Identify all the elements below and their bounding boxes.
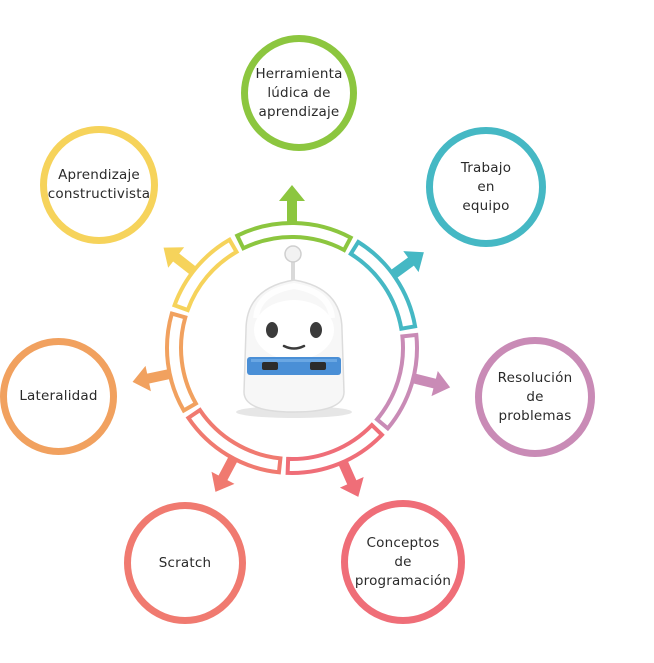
- node-label: Scratch: [158, 554, 212, 571]
- arc-band-lateralidad: [165, 311, 199, 414]
- arrow-conceptos: [338, 460, 364, 497]
- arrow-scratch: [211, 456, 238, 492]
- node-label: Aprendizaje constructivista: [47, 167, 151, 202]
- arrow-herramienta: [279, 185, 305, 223]
- arrow-resolucion: [412, 370, 451, 397]
- arc-band-scratch: [185, 407, 283, 475]
- node-label: Resolución de problemas: [497, 369, 573, 424]
- node-label: Trabajo en equipo: [460, 159, 512, 214]
- arrow-lateralidad: [132, 365, 171, 392]
- node-aprendizaje: Aprendizaje constructivista: [40, 126, 158, 244]
- node-trabajo: Trabajo en equipo: [426, 127, 546, 247]
- node-scratch: Scratch: [124, 502, 246, 624]
- node-lateralidad: Lateralidad: [0, 338, 117, 455]
- arc-band-trabajo: [348, 239, 418, 332]
- arc-band-resolucion: [374, 332, 419, 432]
- node-conceptos: Conceptos de programación: [341, 500, 465, 624]
- node-label: Conceptos de programación: [354, 534, 452, 589]
- node-resolucion: Resolución de problemas: [475, 337, 595, 457]
- arc-band-herramienta: [234, 221, 354, 253]
- node-label: Herramienta lúdica de aprendizaje: [255, 65, 343, 120]
- arrow-trabajo: [390, 251, 424, 279]
- arc-band-aprendizaje: [171, 237, 240, 313]
- node-herramienta: Herramienta lúdica de aprendizaje: [241, 35, 357, 151]
- node-label: Lateralidad: [19, 388, 98, 404]
- robot-icon: [236, 245, 352, 418]
- arc-band-conceptos: [285, 422, 385, 475]
- arrow-aprendizaje: [163, 247, 197, 275]
